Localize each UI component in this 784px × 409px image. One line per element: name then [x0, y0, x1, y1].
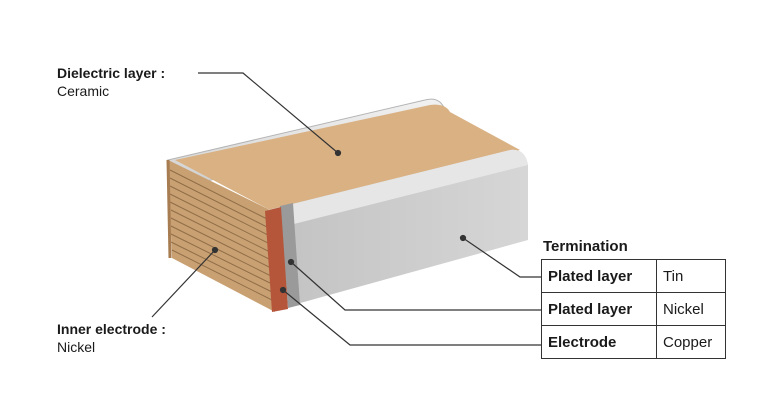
copper-leader [282, 289, 541, 346]
leader-lines [151, 72, 541, 346]
inner-electrode-callout: Inner electrode : Nickel [57, 320, 166, 356]
dielectric-leader [198, 72, 339, 154]
ceramic-end-face [166, 159, 275, 312]
inner-electrode-layers [169, 169, 275, 302]
layer-cell: Electrode [541, 325, 657, 359]
ceramic-top-face [175, 104, 520, 210]
table-row: Electrode Copper [541, 325, 726, 359]
layer-cell: Plated layer [541, 292, 657, 326]
nickel-leader [290, 261, 541, 311]
front-termination [265, 149, 528, 312]
table-row: Plated layer Nickel [541, 292, 726, 326]
material-cell: Copper [656, 325, 726, 359]
inner-electrode-leader [151, 249, 216, 318]
termination-heading: Termination [543, 238, 628, 255]
material-cell: Nickel [656, 292, 726, 326]
nickel-layer [280, 203, 300, 308]
dielectric-title: Dielectric layer : [57, 65, 166, 81]
material-cell: Tin [656, 259, 726, 293]
layer-cell: Plated layer [541, 259, 657, 293]
inner-electrode-material: Nickel [57, 339, 96, 355]
termination-table: Plated layer Tin Plated layer Nickel Ele… [541, 259, 726, 359]
dielectric-callout: Dielectric layer : Ceramic [57, 64, 165, 100]
copper-electrode [265, 207, 288, 312]
tin-leader [462, 237, 541, 278]
dielectric-material: Ceramic [57, 83, 110, 99]
inner-electrode-title: Inner electrode : [57, 321, 166, 337]
table-row: Plated layer Tin [541, 259, 726, 293]
